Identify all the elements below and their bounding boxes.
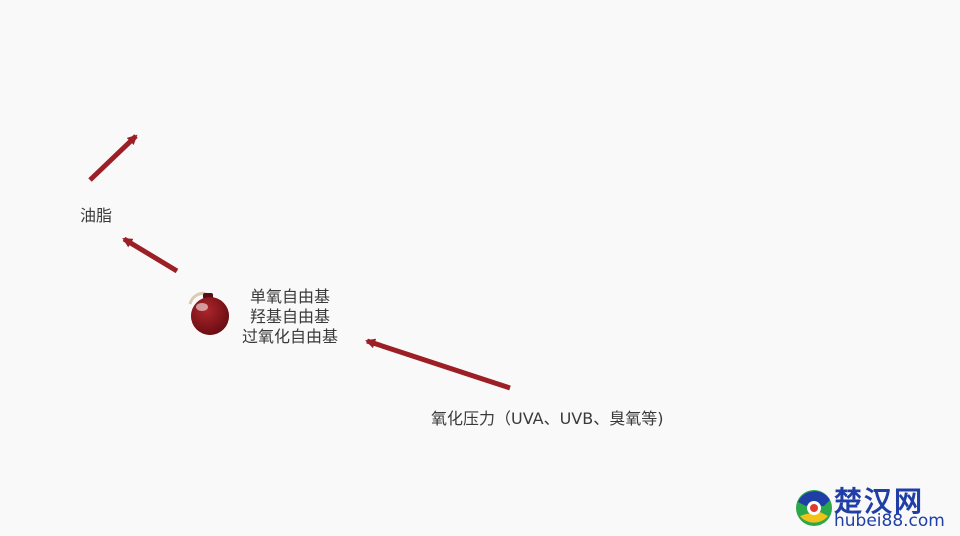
radical-hydroxyl: 羟基自由基 — [249, 307, 330, 326]
arrow-stress-to-radicals — [365, 338, 511, 391]
watermark-title: 楚汉网 — [834, 485, 925, 518]
free-radicals-list: 单氧自由基 羟基自由基 过氧化自由基 — [232, 287, 348, 347]
arrow-radicals-to-oil — [122, 236, 179, 274]
radical-peroxyl: 过氧化自由基 — [241, 327, 338, 346]
watermark-url: hubei88.com — [834, 511, 945, 531]
watermark-logo: 楚汉网 hubei88.com — [794, 482, 954, 532]
radical-singlet-oxygen: 单氧自由基 — [249, 287, 330, 306]
oxidative-stress-label: 氧化压力（UVA、UVB、臭氧等) — [431, 409, 664, 428]
oil-label: 油脂 — [80, 206, 113, 225]
bomb-icon — [188, 292, 229, 335]
globe-icon — [796, 490, 832, 526]
arrow-oil-up — [88, 134, 138, 182]
